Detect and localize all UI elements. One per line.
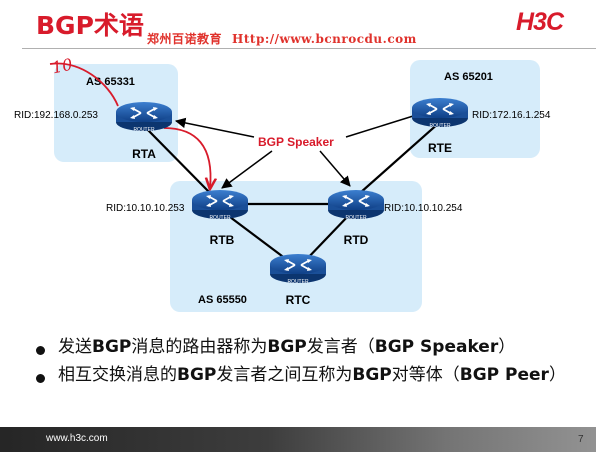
router-rte-icon xyxy=(412,98,468,127)
bullet-list: 发送BGP消息的路由器称为BGP发言者（BGP Speaker） 相互交换消息的… xyxy=(36,336,576,392)
router-rid-rtb: RID:10.10.10.253 xyxy=(106,203,185,214)
router-rtc-icon xyxy=(270,254,326,283)
link-rtd-rtc xyxy=(303,213,351,263)
bullet-dot xyxy=(36,346,45,355)
router-rta-icon xyxy=(116,102,172,131)
router-name-rtc: RTC xyxy=(286,293,311,307)
router-badge-rtc: ROUTER xyxy=(287,279,309,285)
speaker-arrow-rta xyxy=(174,117,255,138)
router-rid-rte: RID:172.16.1.254 xyxy=(472,110,551,121)
as-box-65201 xyxy=(410,60,540,158)
as-label-65331: AS 65331 xyxy=(86,76,135,88)
router-badge-rtd: ROUTER xyxy=(345,215,367,221)
bullet-text: 发送BGP消息的路由器称为BGP发言者（BGP Speaker） xyxy=(58,337,516,357)
bullet-dot xyxy=(36,374,45,383)
router-name-rte: RTE xyxy=(428,141,452,155)
link-rta-rtb xyxy=(143,125,213,196)
speaker-arrow-rtd xyxy=(319,150,351,187)
as-label-65201: AS 65201 xyxy=(444,71,493,83)
link-rtb-rtc xyxy=(225,213,291,263)
router-badge-rte: ROUTER xyxy=(429,123,451,129)
bgp-speaker-label: BGP Speaker xyxy=(258,135,334,149)
bullet-item: 发送BGP消息的路由器称为BGP发言者（BGP Speaker） xyxy=(36,336,576,358)
router-badge-rtb: ROUTER xyxy=(209,215,231,221)
handwritten-annotation: 10 xyxy=(50,55,74,78)
bullet-text: 相互交换消息的BGP发言者之间互称为BGP对等体（BGP Peer） xyxy=(58,365,566,385)
router-rid-rtd: RID:10.10.10.254 xyxy=(384,203,463,214)
router-name-rta: RTA xyxy=(132,147,156,161)
router-rtb-icon xyxy=(192,190,248,219)
page-number: 7 xyxy=(578,434,584,445)
watermark-url: Http://www.bcnrocdu.com xyxy=(232,32,417,46)
speaker-arrow-rtb xyxy=(221,150,273,189)
link-rte-rtd xyxy=(359,121,441,194)
router-name-rtb: RTB xyxy=(210,233,235,247)
annotation-arrow xyxy=(163,127,211,188)
bgp-topology-diagram: AS 65331 AS 65201 AS 65550 BGP Speaker 1… xyxy=(14,55,551,312)
bullet-item: 相互交换消息的BGP发言者之间互称为BGP对等体（BGP Peer） xyxy=(36,364,576,386)
watermark-org: 郑州百诺教育 xyxy=(147,32,223,46)
title-rule xyxy=(22,48,596,49)
footer-bar: www.h3c.com 7 xyxy=(0,427,596,452)
router-name-rtd: RTD xyxy=(344,233,369,247)
footer-site: www.h3c.com xyxy=(46,433,108,444)
annotation-stroke xyxy=(49,62,119,107)
router-badge-rta: ROUTER xyxy=(133,127,155,133)
as-label-65550: AS 65550 xyxy=(198,294,247,306)
watermark: 郑州百诺教育 Http://www.bcnrocdu.com xyxy=(147,30,417,47)
slide-title: BGP术语 xyxy=(36,11,144,40)
router-rid-rta: RID:192.168.0.253 xyxy=(14,110,98,121)
router-rtd-icon xyxy=(328,190,384,219)
h3c-logo: H3C xyxy=(516,8,564,36)
